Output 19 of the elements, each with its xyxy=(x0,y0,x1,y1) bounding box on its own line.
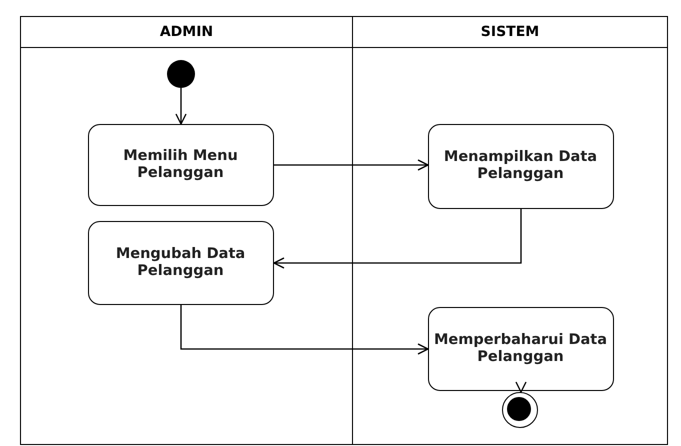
lane-title: SISTEM xyxy=(480,24,540,40)
end-node xyxy=(502,392,538,428)
activity-label: Memilih Menu Pelanggan xyxy=(122,148,239,182)
activity-box xyxy=(88,124,274,206)
activity-label: Menampilkan Data Pelanggan xyxy=(442,149,598,183)
activity-label: Mengubah Data Pelanggan xyxy=(114,246,246,280)
lane-title: ADMIN xyxy=(160,24,214,40)
arrow xyxy=(515,381,527,393)
swimlane xyxy=(352,16,668,445)
activity-label: Memperbaharui Data Pelanggan xyxy=(432,332,608,366)
activity-box xyxy=(88,220,274,304)
arrow xyxy=(180,305,429,355)
swimlane xyxy=(20,16,353,445)
activity-box xyxy=(428,124,614,208)
start-node xyxy=(166,60,194,88)
arrow xyxy=(274,159,429,171)
arrow xyxy=(273,209,522,269)
arrow xyxy=(175,88,187,125)
activity-box xyxy=(428,306,614,390)
